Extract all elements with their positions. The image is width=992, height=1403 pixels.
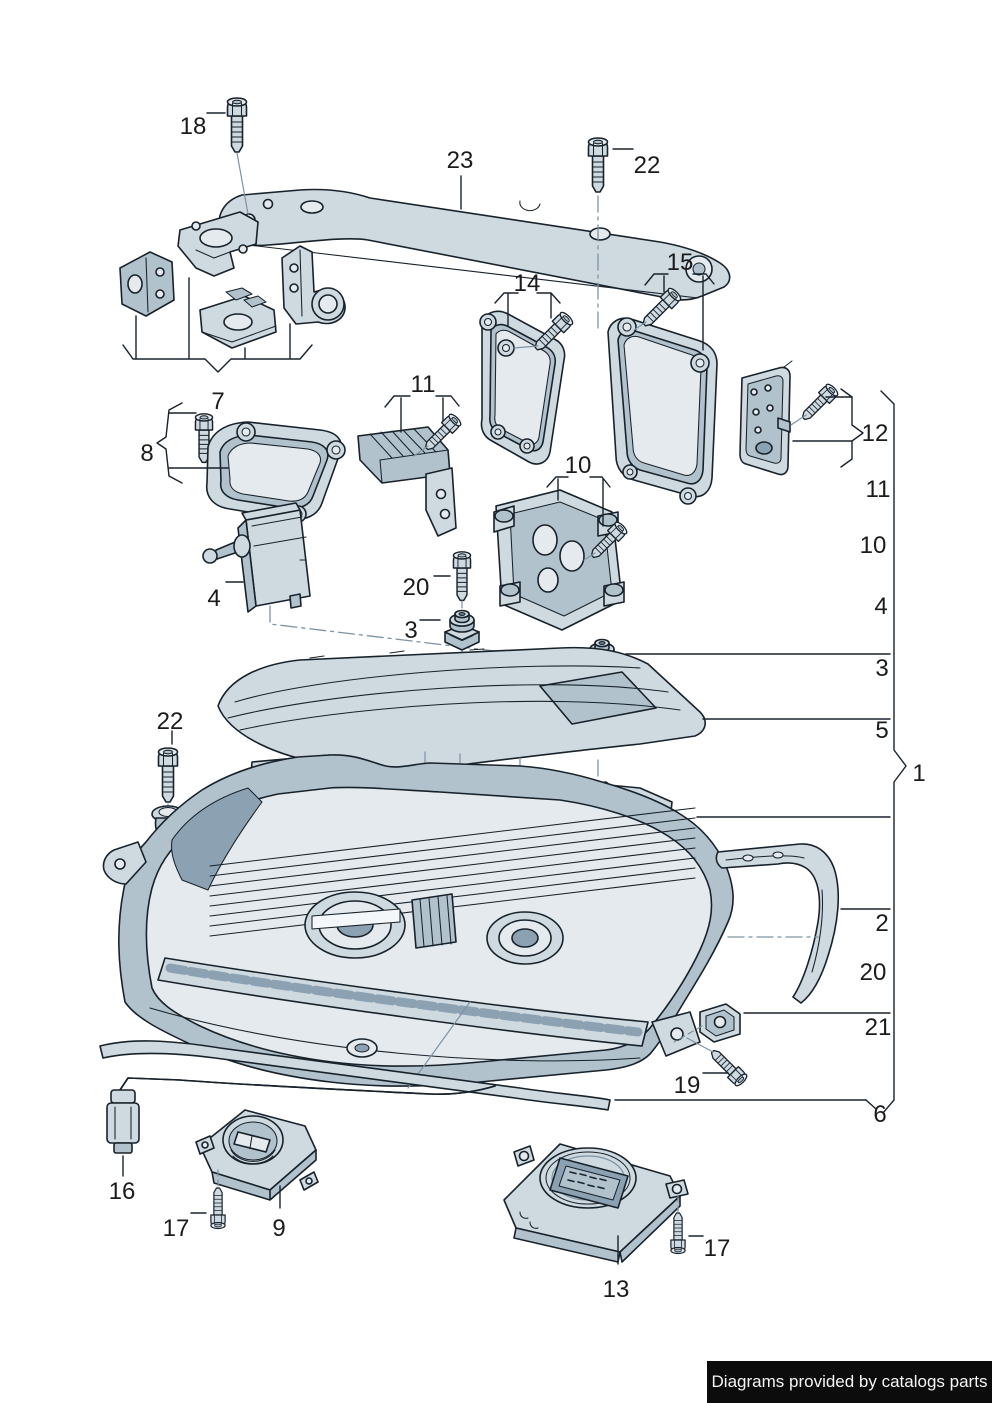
- callout-14-4: 14: [513, 270, 541, 297]
- screw-15: [633, 285, 684, 332]
- cover-15: [607, 273, 718, 505]
- headlight-housing-1: [102, 754, 891, 1089]
- trim-strip-5: [217, 646, 891, 843]
- callout-11-9: 11: [865, 476, 891, 503]
- callout-12-8: 12: [861, 420, 889, 447]
- led-module-fins: [411, 893, 457, 949]
- callout-10-11: 10: [564, 452, 592, 479]
- callout-3-13: 3: [875, 655, 889, 682]
- callout-17-29: 17: [703, 1235, 731, 1262]
- screw-22-top: [587, 137, 634, 329]
- callout-6-23: 6: [873, 1101, 887, 1128]
- screw-20: [433, 551, 472, 609]
- callout-3-18: 3: [404, 617, 418, 644]
- ballast-9: [195, 1109, 319, 1209]
- bracket-d: [281, 245, 346, 325]
- callout-11-5: 11: [410, 371, 436, 398]
- callout-17-26: 17: [162, 1215, 190, 1242]
- callout-20-17: 20: [402, 574, 430, 601]
- callout-9-27: 9: [272, 1215, 286, 1242]
- heatsink-11: [357, 395, 464, 537]
- trim-strip-2: [715, 843, 891, 1004]
- bracket-a: [119, 251, 175, 317]
- screw-17-left: [190, 1169, 226, 1230]
- brace-8: [156, 402, 229, 484]
- reference-bracket-1: [880, 390, 907, 1114]
- screw-17-right: [670, 1195, 704, 1255]
- projector-lens-right: [486, 911, 564, 965]
- actuator-4: [202, 502, 521, 655]
- cover-8: [205, 421, 346, 523]
- callout-1-15: 1: [912, 760, 926, 787]
- bracket-b: [177, 211, 259, 277]
- screw-19: [686, 1037, 750, 1089]
- callout-8-7: 8: [140, 440, 154, 467]
- screw-10: [583, 519, 630, 563]
- bracket-10: [493, 476, 630, 631]
- callout-13-28: 13: [602, 1276, 630, 1303]
- callout-21-22: 21: [864, 1014, 892, 1041]
- screw-11: [413, 411, 464, 457]
- callout-2-20: 2: [875, 910, 889, 937]
- crossmember-bracket-23: [218, 188, 731, 301]
- control-module-13: [503, 1143, 689, 1265]
- screw-12: [790, 381, 841, 426]
- callout-18-0: 18: [179, 113, 207, 140]
- bracket-cluster-7: [119, 211, 346, 373]
- plate-12: [739, 360, 864, 476]
- drl-strip: [157, 957, 649, 1047]
- callout-20-21: 20: [859, 959, 887, 986]
- footer-credit-bar: Diagrams provided by catalogs parts: [707, 1361, 992, 1403]
- projector-lens-left: [304, 891, 406, 959]
- callout-4-12: 4: [874, 593, 888, 620]
- callout-5-14: 5: [875, 717, 889, 744]
- cable-16: [106, 1077, 496, 1177]
- screw-14: [513, 309, 576, 356]
- callout-7-6: 7: [211, 388, 225, 415]
- callout-15-3: 15: [666, 249, 694, 276]
- footer-credit-text: Diagrams provided by catalogs parts: [711, 1372, 988, 1391]
- cover-14: [479, 292, 576, 465]
- bracket-c: [199, 287, 277, 349]
- callout-19-24: 19: [673, 1072, 701, 1099]
- trim-strip-6: [99, 1040, 877, 1111]
- callout-22-19: 22: [156, 708, 184, 735]
- clip-21: [673, 1003, 891, 1043]
- callout-22-2: 22: [633, 152, 661, 179]
- callout-16-25: 16: [108, 1178, 136, 1205]
- callout-23-1: 23: [446, 147, 474, 174]
- callout-10-10: 10: [859, 532, 887, 559]
- callout-4-16: 4: [207, 585, 221, 612]
- screw-18: [206, 97, 249, 215]
- mount-ear-right: [651, 1011, 701, 1057]
